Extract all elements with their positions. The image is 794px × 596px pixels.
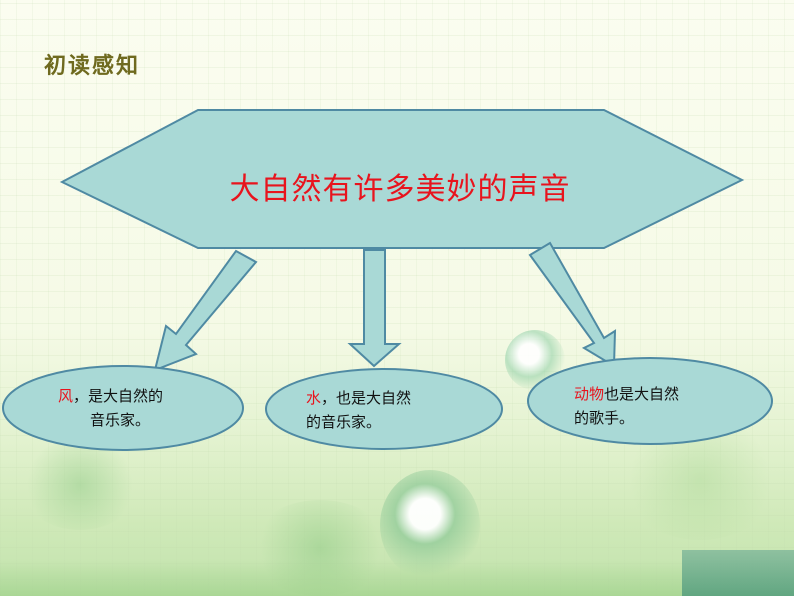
- highlight-word: 动物: [574, 385, 605, 403]
- bubble-animals: [527, 357, 773, 445]
- bubble-line: ，是大自然的: [73, 387, 164, 405]
- highlight-word: 水: [306, 389, 322, 407]
- bubble-wind-text: 风，是大自然的 音乐家。: [58, 384, 163, 432]
- bubble-water-text: 水，也是大自然 的音乐家。: [306, 386, 411, 434]
- bubble-animals-text: 动物也是大自然 的歌手。: [574, 382, 679, 430]
- arrow-left: [153, 249, 258, 372]
- highlight-word: 风: [58, 387, 74, 405]
- bubble-water: [265, 368, 503, 450]
- bubble-line: 的音乐家。: [306, 413, 382, 431]
- bubble-line: 音乐家。: [90, 411, 151, 429]
- main-statement: 大自然有许多美妙的声音: [229, 172, 571, 207]
- arrow-middle: [347, 249, 402, 368]
- section-title: 初读感知: [44, 53, 141, 79]
- main-hexagon-shape: [59, 109, 745, 249]
- bubble-line: ，也是大自然: [321, 389, 412, 407]
- corner-thumbnail: [682, 550, 794, 596]
- bubble-line: 的歌手。: [574, 409, 635, 427]
- arrow-right: [528, 241, 617, 368]
- bubble-line: 也是大自然: [604, 385, 680, 403]
- bubble-wind: [2, 365, 244, 451]
